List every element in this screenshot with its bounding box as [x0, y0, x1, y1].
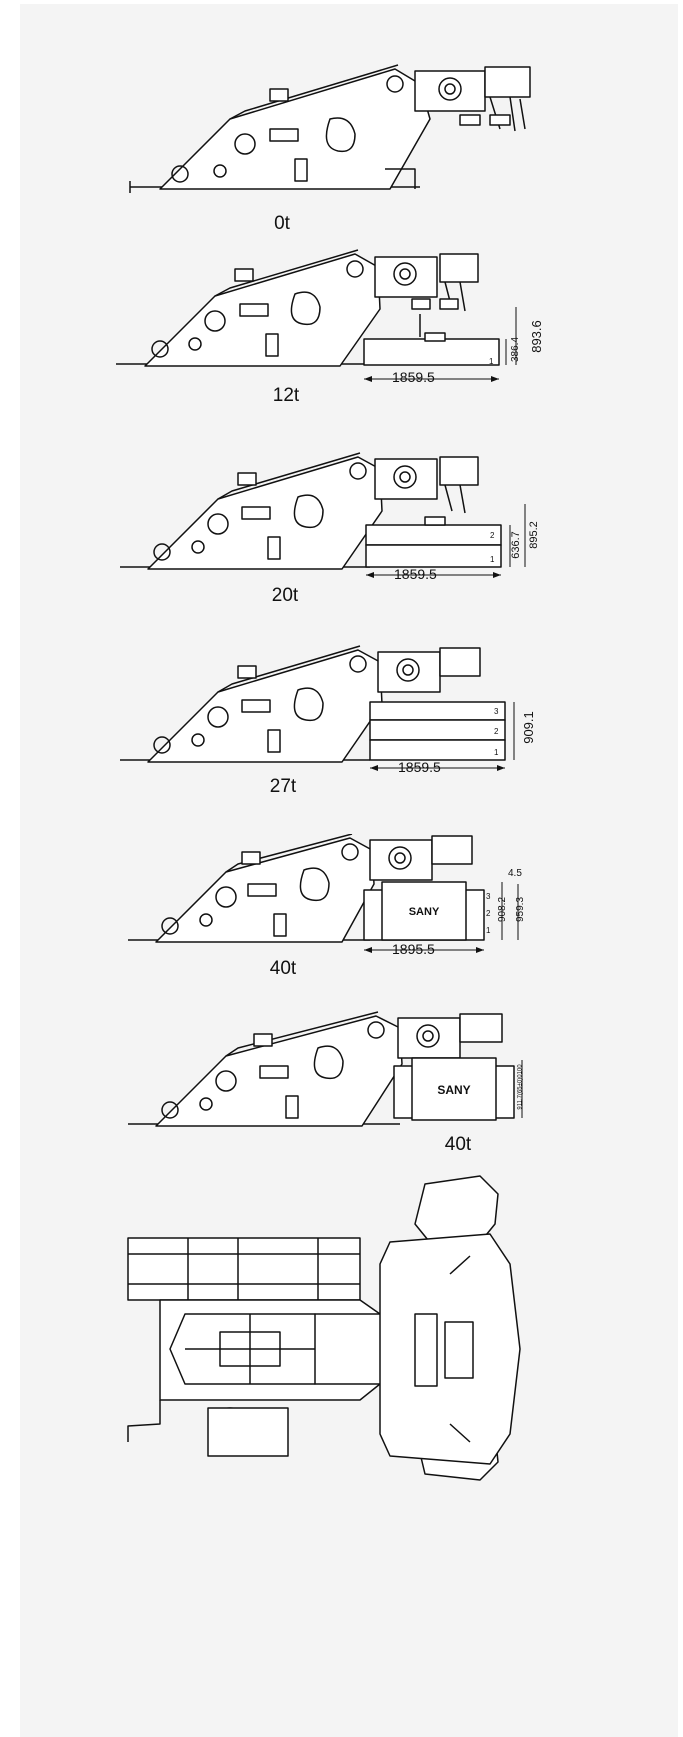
- view-caption: 0t: [274, 213, 290, 234]
- side-view-12t: 1859.5 893.6 386.4 1 12t: [20, 249, 678, 406]
- layer-label-1: 1: [489, 357, 494, 366]
- layer-label-2: 2: [490, 531, 495, 540]
- view-caption: 40t: [444, 1134, 472, 1155]
- dim-stack-height: 908.2: [497, 896, 509, 923]
- dim-total-height: 893.6: [528, 320, 544, 353]
- crane-side-drawing: [129, 64, 531, 193]
- brand-mark: SANY: [437, 1083, 470, 1097]
- top-plan-view: [20, 1164, 678, 1504]
- crane-side-drawing: SANY: [128, 1011, 523, 1127]
- dim-stack-height: 386.4: [510, 336, 522, 363]
- dim-width: 1859.5: [392, 369, 435, 385]
- layer-label-1: 1: [494, 748, 499, 757]
- side-view-40t-alt: SANY 911.7(65±0)0100 40t: [20, 1004, 678, 1155]
- side-view-40t: SANY 1895.5 4.5 959.3 908.2 1 2 3 40t: [20, 834, 678, 984]
- side-view-27t: 1859.5 909.1 1 2 3 27t: [20, 644, 678, 797]
- layer-label-2: 2: [494, 727, 499, 736]
- crane-plan-drawing: [127, 1175, 521, 1481]
- dim-width: 1859.5: [394, 566, 437, 582]
- crane-side-drawing: SANY: [128, 834, 519, 953]
- dim-stack-height: 636.7: [509, 531, 522, 559]
- brand-mark: SANY: [409, 906, 440, 918]
- layer-label-1: 1: [486, 926, 491, 935]
- dim-top-gap: 4.5: [508, 868, 522, 879]
- view-caption: 20t: [271, 585, 299, 606]
- side-view-0t: 0t: [20, 59, 678, 234]
- dim-vertical-note: 911.7(65±0)0100: [517, 1064, 524, 1110]
- view-caption: 27t: [269, 776, 297, 797]
- side-view-20t: 1859.5 895.2 636.7 1 2 20t: [20, 449, 678, 606]
- crane-side-drawing: [120, 452, 526, 578]
- crane-side-drawing: [116, 249, 517, 382]
- layer-label-3: 3: [494, 707, 499, 716]
- dim-total-height: 895.2: [527, 521, 540, 549]
- diagram-page: 0t: [20, 4, 678, 1737]
- dim-width: 1859.5: [398, 759, 441, 775]
- layer-label-1: 1: [490, 555, 495, 564]
- dim-width: 1895.5: [392, 941, 435, 957]
- view-caption: 12t: [272, 385, 300, 406]
- dim-total-height: 959.3: [515, 896, 527, 923]
- dim-total-height: 909.1: [520, 711, 536, 744]
- view-caption: 40t: [269, 958, 297, 979]
- layer-label-3: 3: [486, 892, 491, 901]
- layer-label-2: 2: [486, 909, 491, 918]
- crane-side-drawing: [120, 645, 515, 771]
